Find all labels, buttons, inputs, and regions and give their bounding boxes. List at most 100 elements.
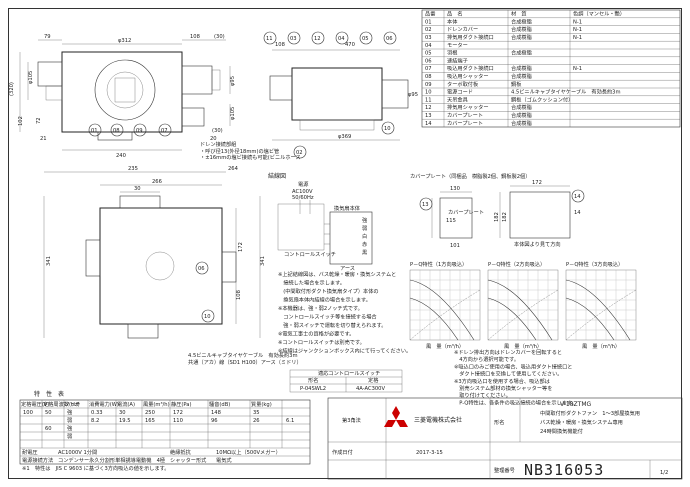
- parts-cell: 12: [425, 105, 432, 111]
- parts-cell: N-1: [573, 66, 582, 72]
- spec-cell: 172: [173, 410, 183, 416]
- term-2: 弱: [362, 225, 367, 232]
- mitsubishi-logo-icon: [384, 406, 408, 427]
- dim-240: 240: [116, 153, 126, 159]
- spec-extra-label-2: 絶縁抵抗: [170, 448, 191, 456]
- unit-label: 換気扇本体: [334, 204, 361, 212]
- top-callouts: 01 08 09 07: [88, 123, 172, 137]
- callout-11: 11: [266, 36, 273, 42]
- spec-extra-value-2: 10MΩ以上（500Vメガー）: [216, 448, 281, 456]
- spec-table-title: 特 性 表: [34, 390, 64, 398]
- cover-callout-14: 14: [574, 194, 581, 200]
- dim-phi312: φ312: [118, 38, 131, 44]
- parts-cell: 排気用ダクト接続口: [447, 33, 494, 41]
- parts-cell: 電源コード: [447, 88, 473, 96]
- parts-cell: 合成樹脂: [511, 33, 532, 41]
- plan-dim-264: 264: [228, 166, 239, 172]
- parts-cell: 07: [425, 66, 432, 72]
- spec-weight: 6.1: [286, 418, 294, 424]
- dim-30-b: (30): [212, 128, 223, 134]
- spec-cell: 弱: [67, 433, 72, 440]
- cover-left-label: カバープレート: [448, 209, 484, 216]
- parts-cell: 05: [425, 51, 432, 57]
- spec-cell: 弱: [67, 417, 72, 424]
- model-label: 形名: [494, 418, 504, 426]
- spec-cell: 8.2: [91, 418, 99, 424]
- wiring-title: 結線図: [268, 172, 286, 180]
- parts-cell: 09: [425, 82, 432, 88]
- dim-20: 20: [210, 136, 217, 142]
- plan-dim-341: 341: [46, 256, 52, 266]
- parts-cell: 吸込用シャッター: [447, 72, 489, 80]
- dim-phi105-left: φ105: [28, 71, 34, 84]
- drain-note-title: ドレン接続部組: [200, 140, 236, 148]
- parts-cell: N-1: [573, 19, 582, 25]
- wiring-note: (中間取付形ダクト換気扇タイプ）本体の: [278, 287, 379, 295]
- side-dim-108: 108: [275, 42, 285, 48]
- side-callouts: 11 03 12 04 05 06 10 02: [263, 31, 397, 159]
- product-desc-1: 中間取付形ダクトファン 1～3部屋換気用: [540, 409, 640, 417]
- term-5: 黒: [362, 249, 367, 256]
- spec-cell: 強: [67, 408, 73, 416]
- drain-note-line-2: ・±16mmの塩ビ接続も可能(ビニルホース: [200, 153, 301, 161]
- parts-header: 色調（マンセル・艶）: [573, 10, 625, 18]
- side-dim-phi95: φ95: [408, 92, 418, 98]
- spec-cell: 100: [23, 410, 33, 416]
- callout-07: 07: [161, 128, 168, 134]
- parts-cell: 天吊金具: [447, 95, 468, 103]
- spec-note: ※ドレン排出方向はドレンカバーを回転すると: [454, 348, 562, 356]
- model-name: V-18ZTMG: [560, 401, 592, 408]
- callout-06: 06: [386, 36, 393, 42]
- cord-note-2: 共通（アカ）線（SD1 H100）アース（ミドリ）: [188, 358, 302, 366]
- spec-footnote: ※1 特性は JIS C 9603 に基づく3方向吸込の値を示します。: [22, 464, 170, 472]
- spec-header: 風量(m³/h): [143, 401, 170, 408]
- parts-cell: 鋼板: [511, 80, 522, 88]
- cover-dim-130: 130: [450, 186, 460, 192]
- wiring-note: コントロールスイッチ等を接続する場合: [278, 313, 377, 321]
- parts-cell: 01: [425, 19, 432, 25]
- page-number: 1/2: [660, 470, 668, 476]
- wiring-note: 強・弱スイッチで運転を切り替えられます。: [278, 321, 386, 329]
- plan-dim-172: 172: [238, 242, 244, 252]
- pq-xlabel: 風 量（m³/h）: [426, 343, 464, 350]
- parts-cell: 合成樹脂: [511, 119, 532, 127]
- pq-charts: P－Q特性（1方向吸込）風 量（m³/h）P－Q特性（2方向吸込）風 量（m³/…: [409, 260, 637, 350]
- pq-title: P－Q特性（3方向吸込）: [566, 260, 623, 268]
- callout-04: 04: [338, 36, 345, 42]
- callout-05: 05: [362, 36, 369, 42]
- pq-title: P－Q特性（2方向吸込）: [488, 260, 545, 268]
- parts-cell: 合成樹脂: [511, 103, 532, 111]
- switch-table-h2: 定格: [368, 376, 379, 384]
- parts-cell: N-1: [573, 35, 582, 41]
- spec-header: 消費電力(W): [89, 400, 119, 408]
- side-dim-phi369: φ369: [338, 134, 351, 140]
- spec-note: 4方向から選択可能です。: [454, 355, 519, 363]
- title-block: 第3角法 作成日付 2017-3-15 形名 整理番号 三菱電機株式会社 V-1…: [327, 397, 683, 480]
- plan-dim-266: 266: [152, 179, 162, 185]
- plan-dim-235: 235: [128, 166, 138, 172]
- dim-30: (30): [214, 34, 225, 40]
- spec-note: ※3方向吸込口を使用する場合、吸込部は: [454, 377, 550, 385]
- cover-dim-172: 172: [532, 180, 542, 186]
- company-name: 三菱電機株式会社: [414, 416, 462, 424]
- spec-note: ※吸込口のみご使用の場合、吸込用ダクト接続口と: [454, 362, 572, 370]
- wiring-note: ※上記結線図は、バス乾燥・暖房・換気システムと: [278, 270, 396, 278]
- drawing-number: NB316053: [524, 461, 604, 479]
- dim-21: 21: [40, 136, 47, 142]
- spec-extra-value-2: 電気式: [216, 456, 232, 464]
- parts-cell: 羽根: [447, 49, 457, 57]
- switch-label: コントロールスイッチ: [284, 251, 336, 258]
- parts-cell: 10: [425, 90, 432, 96]
- spec-header: 騒音(dB): [209, 400, 230, 408]
- spec-header: 質量(kg): [251, 400, 272, 408]
- parts-header: 品番: [425, 11, 436, 18]
- dim-108: 108: [190, 34, 200, 40]
- switch-table-title: 適応コントロールスイッチ: [318, 369, 380, 377]
- wiring-note: ※コントロールスイッチは別売です。: [278, 338, 365, 346]
- product-desc-2: バス乾燥・暖房・換気システム専用: [540, 418, 623, 426]
- parts-cell: ターボ取付板: [447, 80, 479, 88]
- spec-cell: 50: [45, 410, 52, 416]
- plan-dim-30: 30: [134, 186, 141, 192]
